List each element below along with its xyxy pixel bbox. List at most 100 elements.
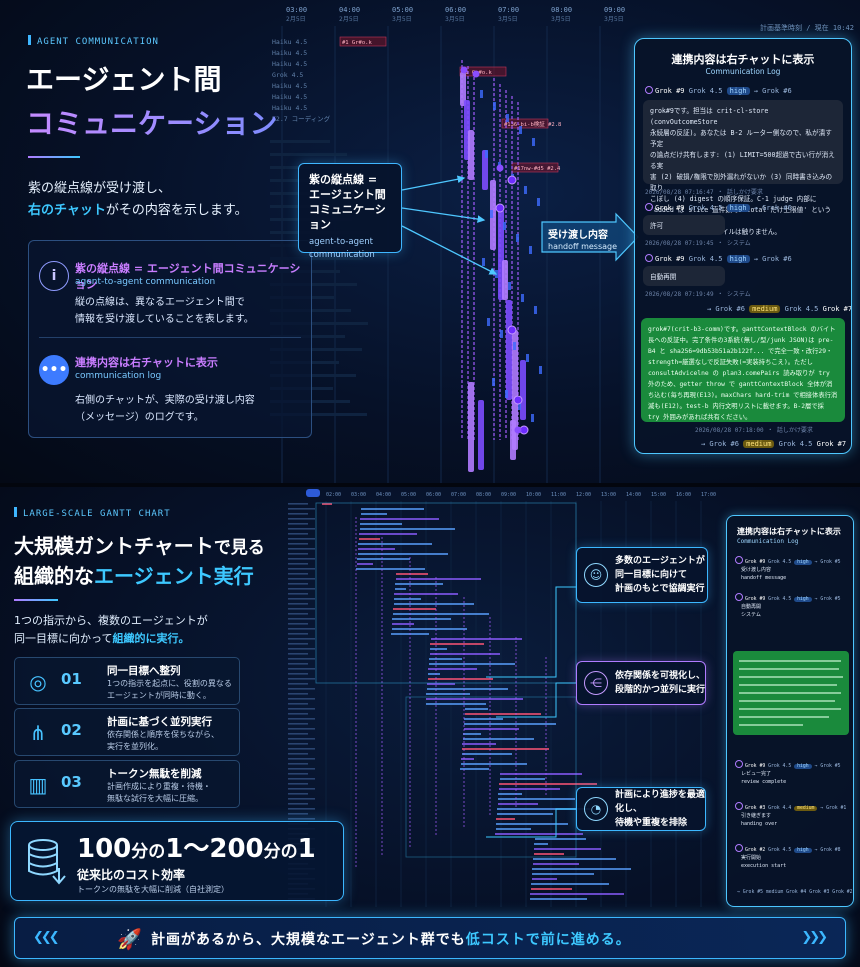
row-label-placeholder [288, 718, 315, 720]
gantt-tick [493, 102, 496, 110]
recipient: → Grok #5 [814, 764, 841, 769]
message-bubble[interactable]: grok#9です。担当は crit-cl-store (convOutcomeS… [643, 100, 843, 236]
rocket-icon: 🚀 [117, 927, 142, 951]
handoff-node [507, 175, 517, 185]
communication-log-panel[interactable]: 連携内容は右チャットに表示 Communication Log Grok #9 … [634, 38, 852, 454]
message-header: Grok #9 Grok 4.5 high → Grok #5 [735, 556, 841, 565]
row-label-placeholder [288, 713, 308, 715]
agent-marker [472, 70, 480, 78]
message-line: こぼし (4) digest の順序保証。C-1 judge 内部に [650, 195, 817, 203]
message-line: 滅も(E12)。test-b 内行文明リストに載せます。B-2層で採 [648, 403, 824, 410]
callout-line: 計画のもとで協調実行 [615, 584, 705, 594]
gantt-bar [393, 613, 489, 615]
handoff-node [513, 395, 523, 405]
avatar [645, 86, 653, 94]
gantt-bar [478, 400, 484, 470]
row-label-placeholder [288, 603, 308, 605]
time-tick: 03:00 [286, 6, 307, 14]
row-label-placeholder [288, 503, 308, 505]
message-bubble-self[interactable] [733, 651, 849, 735]
gantt-bar [461, 758, 474, 760]
time-tick: 02:00 [326, 492, 341, 498]
gantt-bar [358, 543, 432, 545]
row-label-placeholder [288, 753, 308, 755]
gantt-bar [393, 608, 436, 610]
gantt-bar [392, 623, 414, 625]
time-tick: 07:00 [498, 6, 519, 14]
cost-num: 1〜200 [165, 834, 264, 864]
message-line: try 外囲みがあれば共有ください。 [648, 414, 752, 421]
gantt-bar [394, 598, 421, 600]
gantt-callout: ☺ 多数のエージェントが同一目標に向けて計画のもとで協調実行 [576, 547, 708, 603]
recipient: → Grok #6 [753, 204, 792, 212]
time-tick: 10:00 [526, 492, 541, 498]
date-tick: 3月5日 [392, 16, 412, 23]
time-tick: 03:00 [351, 492, 366, 498]
gantt-bar [359, 538, 380, 540]
gantt-bar [498, 803, 538, 805]
gantt-bar [534, 848, 601, 850]
feature-desc: 依存関係と順序を保ちながら、実行を並列化。 [107, 729, 219, 753]
feature-number: 01 [61, 670, 82, 688]
banner-text-a: 計画があるから、大規模なエージェント群でも [151, 932, 466, 948]
gantt-bar [463, 738, 534, 740]
intro-line1: 紫の縦点線が受け渡し、 [28, 181, 172, 196]
date-tick: 2月5日 [339, 16, 359, 23]
gantt-tick [532, 138, 535, 146]
effort-badge: medium [794, 806, 818, 811]
gantt-bar [502, 260, 508, 300]
cost-efficiency-box: 100分の1〜200分の1 従来比のコスト効率 トークンの無駄を大幅に削減（自社… [10, 821, 344, 901]
callout-line: 多数のエージェントが [615, 556, 705, 566]
message-bubble[interactable]: 自動再開 [643, 266, 725, 286]
handoff-label: 受け渡し内容 [548, 230, 608, 241]
row-label-placeholder [288, 673, 308, 675]
gantt-bar [464, 723, 556, 725]
message-bubble[interactable]: 許可 [643, 215, 725, 235]
feature-number: 03 [61, 773, 82, 791]
row-label-placeholder [288, 668, 315, 670]
message-header: → Grok #6 medium Grok 4.5 Grok #7 [707, 305, 851, 313]
agent-marker [460, 66, 468, 74]
gantt-tick [485, 150, 488, 158]
task-label: #136-bi-b検証 #2.8 [504, 120, 561, 128]
message-text-lines [739, 660, 843, 726]
row-label-placeholder [288, 773, 308, 775]
message-bubble-self[interactable]: grok#7(crit-b3-comm)です。ganttContextBlock… [641, 318, 845, 422]
communication-log-panel-small[interactable]: 連携内容は右チャットに表示 Communication Log Grok #9 … [726, 515, 854, 907]
message-line: 許可 [650, 222, 664, 230]
message-line: レビュー完了 [741, 771, 772, 777]
share-icon: ⋲ [584, 671, 608, 695]
gantt-bar [431, 638, 522, 640]
message-timestamp: 2026/08/28 07:16:47 ・ 話しかけ要求 [645, 189, 763, 196]
effort-badge: high [726, 204, 750, 212]
gantt-sub-2a: 同一目標に向かって [14, 632, 113, 645]
gantt-bar [534, 843, 548, 845]
gantt-callout-text: 多数のエージェントが同一目標に向けて計画のもとで協調実行 [615, 554, 705, 596]
row-label: Haiku 4.5 [272, 82, 307, 90]
callout-line: 計画により進捗を最適化し、 [615, 790, 705, 814]
row-label-placeholder [288, 578, 315, 580]
message-bubble[interactable]: 自動再開システム [741, 603, 761, 619]
info-body-1b: 情報を受け渡していることを表します。 [75, 314, 254, 325]
feature-heading: 計画に基づく並列実行 [107, 716, 212, 728]
gantt-bar [356, 568, 425, 570]
row-placeholder [270, 348, 362, 351]
info-heading-2: 連携内容は右チャットに表示 [75, 356, 218, 369]
gantt-callout: ⋲ 依存関係を可視化し、段階的かつ並列に実行 [576, 661, 706, 705]
model: Grok 4.5 [768, 560, 792, 565]
message-line: strength=厳選なしで反証失敗(=実装持ちこえ)。ただし [648, 359, 813, 366]
gantt-bar [394, 603, 474, 605]
row-placeholder [270, 413, 367, 416]
gantt-title-line2: 組織的なエージェント実行 [14, 561, 254, 591]
row-label-placeholder [288, 813, 308, 815]
callout-line2: エージェント間 [309, 188, 386, 201]
row-label: K2.7 コーディング [272, 114, 331, 123]
gantt-bar [396, 573, 428, 575]
gantt-tick [500, 330, 503, 338]
gantt-tick [534, 306, 537, 314]
time-tick: 04:00 [339, 6, 360, 14]
